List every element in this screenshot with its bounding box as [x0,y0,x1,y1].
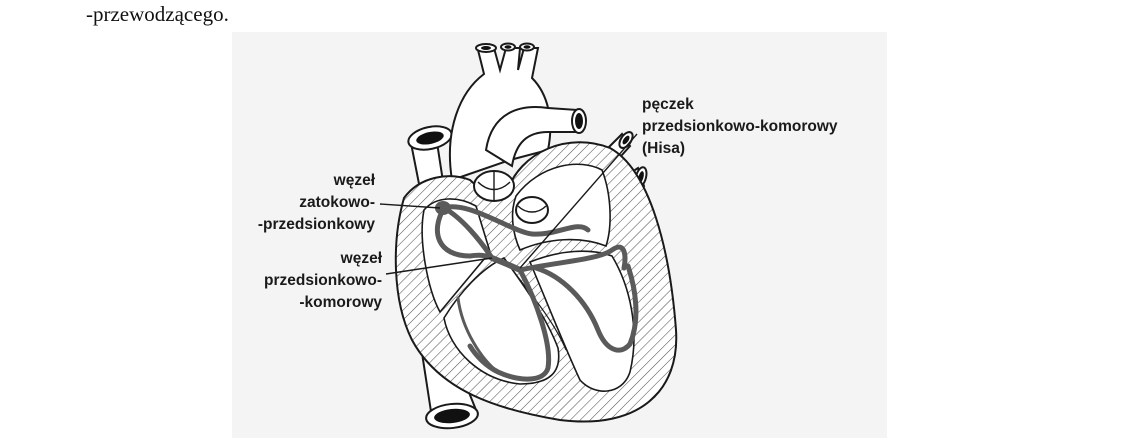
conduction-system [434,201,639,382]
label-his-bundle-line-1: pęczek [642,96,694,113]
label-sa-node-line-2: zatokowo- [299,194,375,211]
label-his-bundle-line-2: przedsionkowo-komorowy [642,118,838,135]
leader-line-sa-node [379,203,441,209]
label-sa-node-line-1: węzeł [333,172,375,189]
label-sa-node: węzeł zatokowo- -przedsionkowy [258,170,375,236]
heart-valves [473,170,549,224]
document-text-fragment: -przewodzącego. [86,2,229,26]
label-his-bundle: pęczek przedsionkowo-komorowy (Hisa) [642,94,838,160]
pulmonary-artery [484,106,587,168]
leader-line-his-bundle [519,133,638,269]
leader-line-av-node [385,257,493,275]
label-his-bundle-line-3: (Hisa) [642,140,686,157]
label-sa-node-line-3: -przedsionkowy [257,216,375,233]
label-av-node-line-2: przedsionkowo- [264,272,382,289]
leader-lines [379,133,638,275]
sa-node [435,201,451,215]
label-av-node-line-1: węzeł [340,250,382,267]
label-av-node-line-3: -komorowy [299,294,382,311]
label-av-node: węzeł przedsionkowo- -komorowy [264,248,382,314]
